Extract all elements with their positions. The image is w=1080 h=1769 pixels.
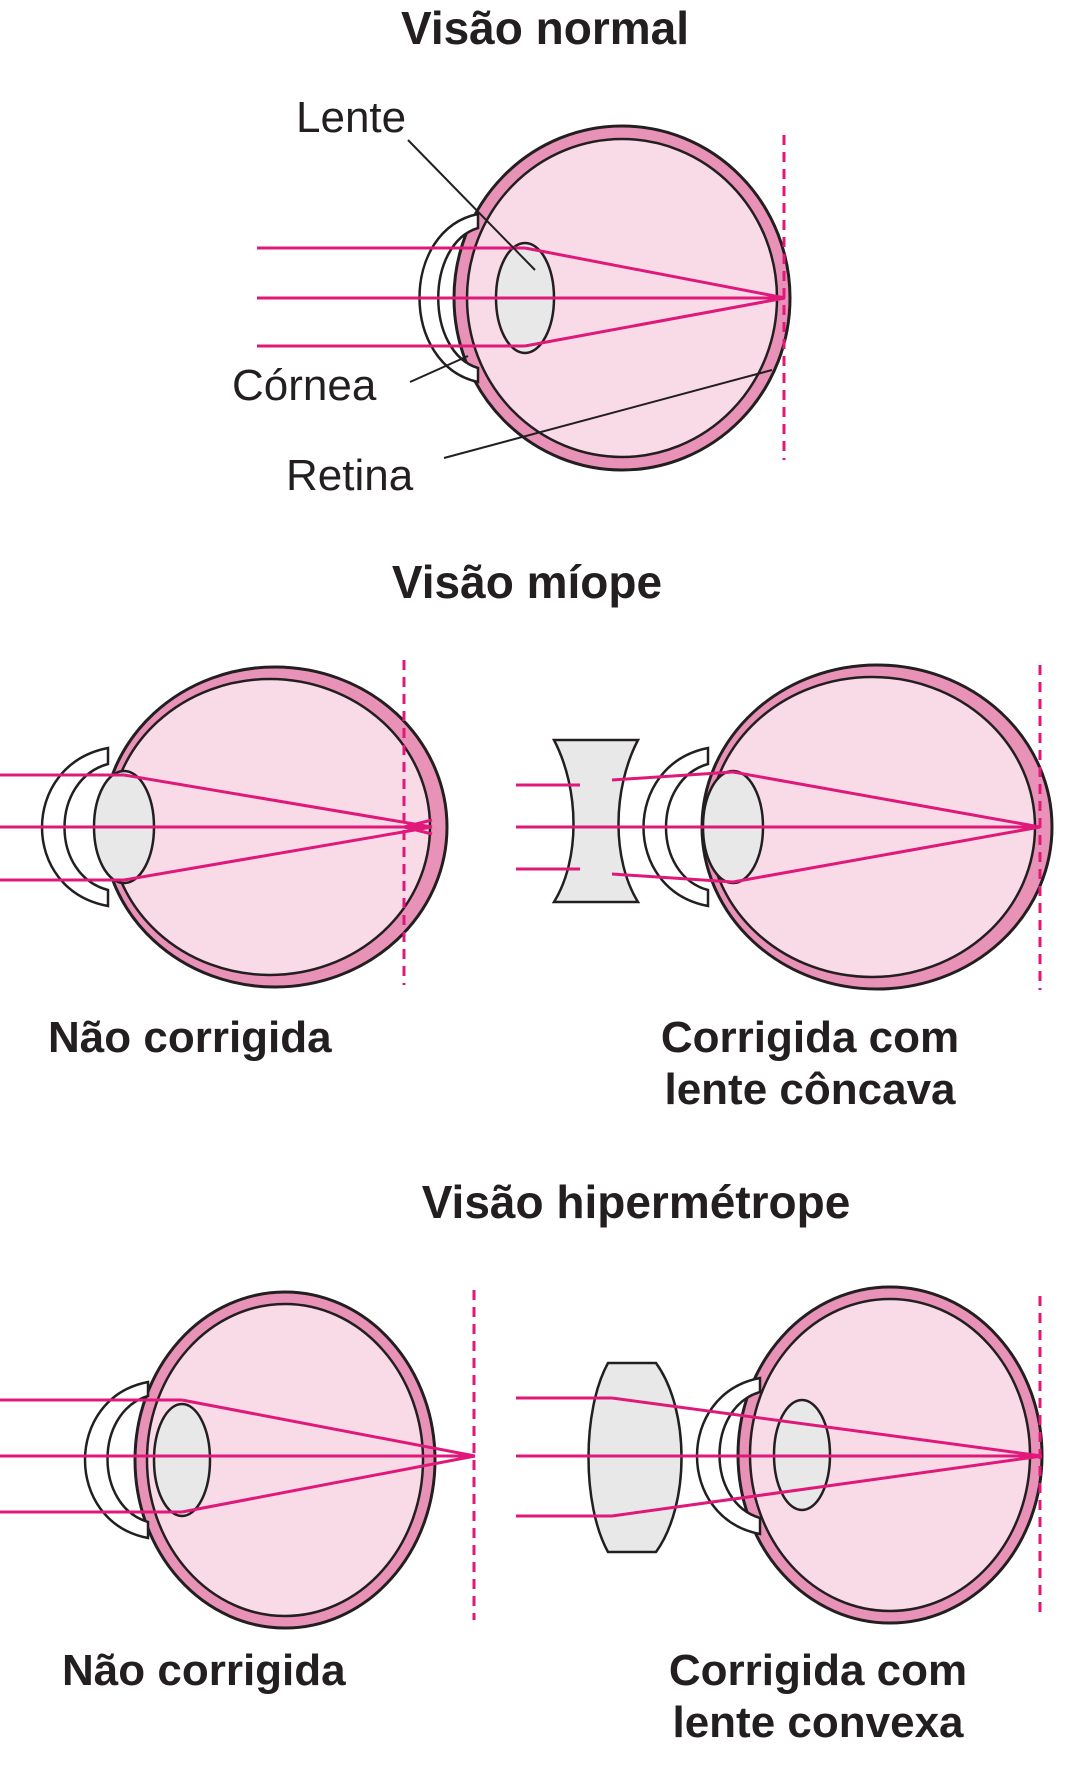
hyperopia-corrected-rays	[516, 1396, 1043, 1518]
hyperopia-corrected-caption-line2: lente convexa	[672, 1698, 964, 1747]
cornea-leader	[409, 355, 469, 383]
retina-label: Retina	[286, 451, 414, 500]
myopia-uncorrected-rays	[0, 773, 433, 882]
hyperopia-uncorrected-rays	[0, 1398, 476, 1514]
hyperopia-uncorrected-eye	[83, 1290, 437, 1630]
normal-cornea	[418, 212, 480, 384]
lens-leader	[407, 139, 536, 271]
lens-label: Lente	[296, 93, 406, 142]
hyperopia-uncorrected-cornea	[83, 1380, 150, 1540]
myopia-corrected-caption-line2: lente côncava	[664, 1065, 956, 1114]
hyperopia-uncorrected-lens	[152, 1402, 212, 1518]
hyperopia-uncorrected-caption: Não corrigida	[62, 1646, 346, 1695]
hyperopia-corrected-cornea	[695, 1376, 762, 1536]
concave-lens-icon	[551, 738, 641, 904]
normal-vision-title: Visão normal	[401, 2, 689, 54]
myopia-panel: Visão míope Não corrigida	[0, 556, 1054, 1114]
myopia-corrected-rays	[516, 770, 1041, 884]
normal-light-rays	[257, 246, 786, 348]
hyperopia-title: Visão hipermétrope	[422, 1176, 851, 1228]
cornea-label: Córnea	[232, 361, 377, 410]
hyperopia-corrected-caption-line1: Corrigida com	[669, 1646, 967, 1695]
hyperopia-panel: Visão hipermétrope Não corrigida	[0, 1176, 1044, 1747]
myopia-corrected-cornea	[642, 746, 710, 908]
normal-vision-panel: Visão normal Lente Córnea Retina	[232, 2, 792, 500]
retina-leader	[443, 369, 773, 459]
myopia-uncorrected-caption: Não corrigida	[48, 1013, 332, 1062]
myopia-title: Visão míope	[392, 556, 662, 608]
myopia-corrected-caption-line1: Corrigida com	[661, 1013, 959, 1062]
myopia-uncorrected-cornea	[40, 746, 110, 908]
